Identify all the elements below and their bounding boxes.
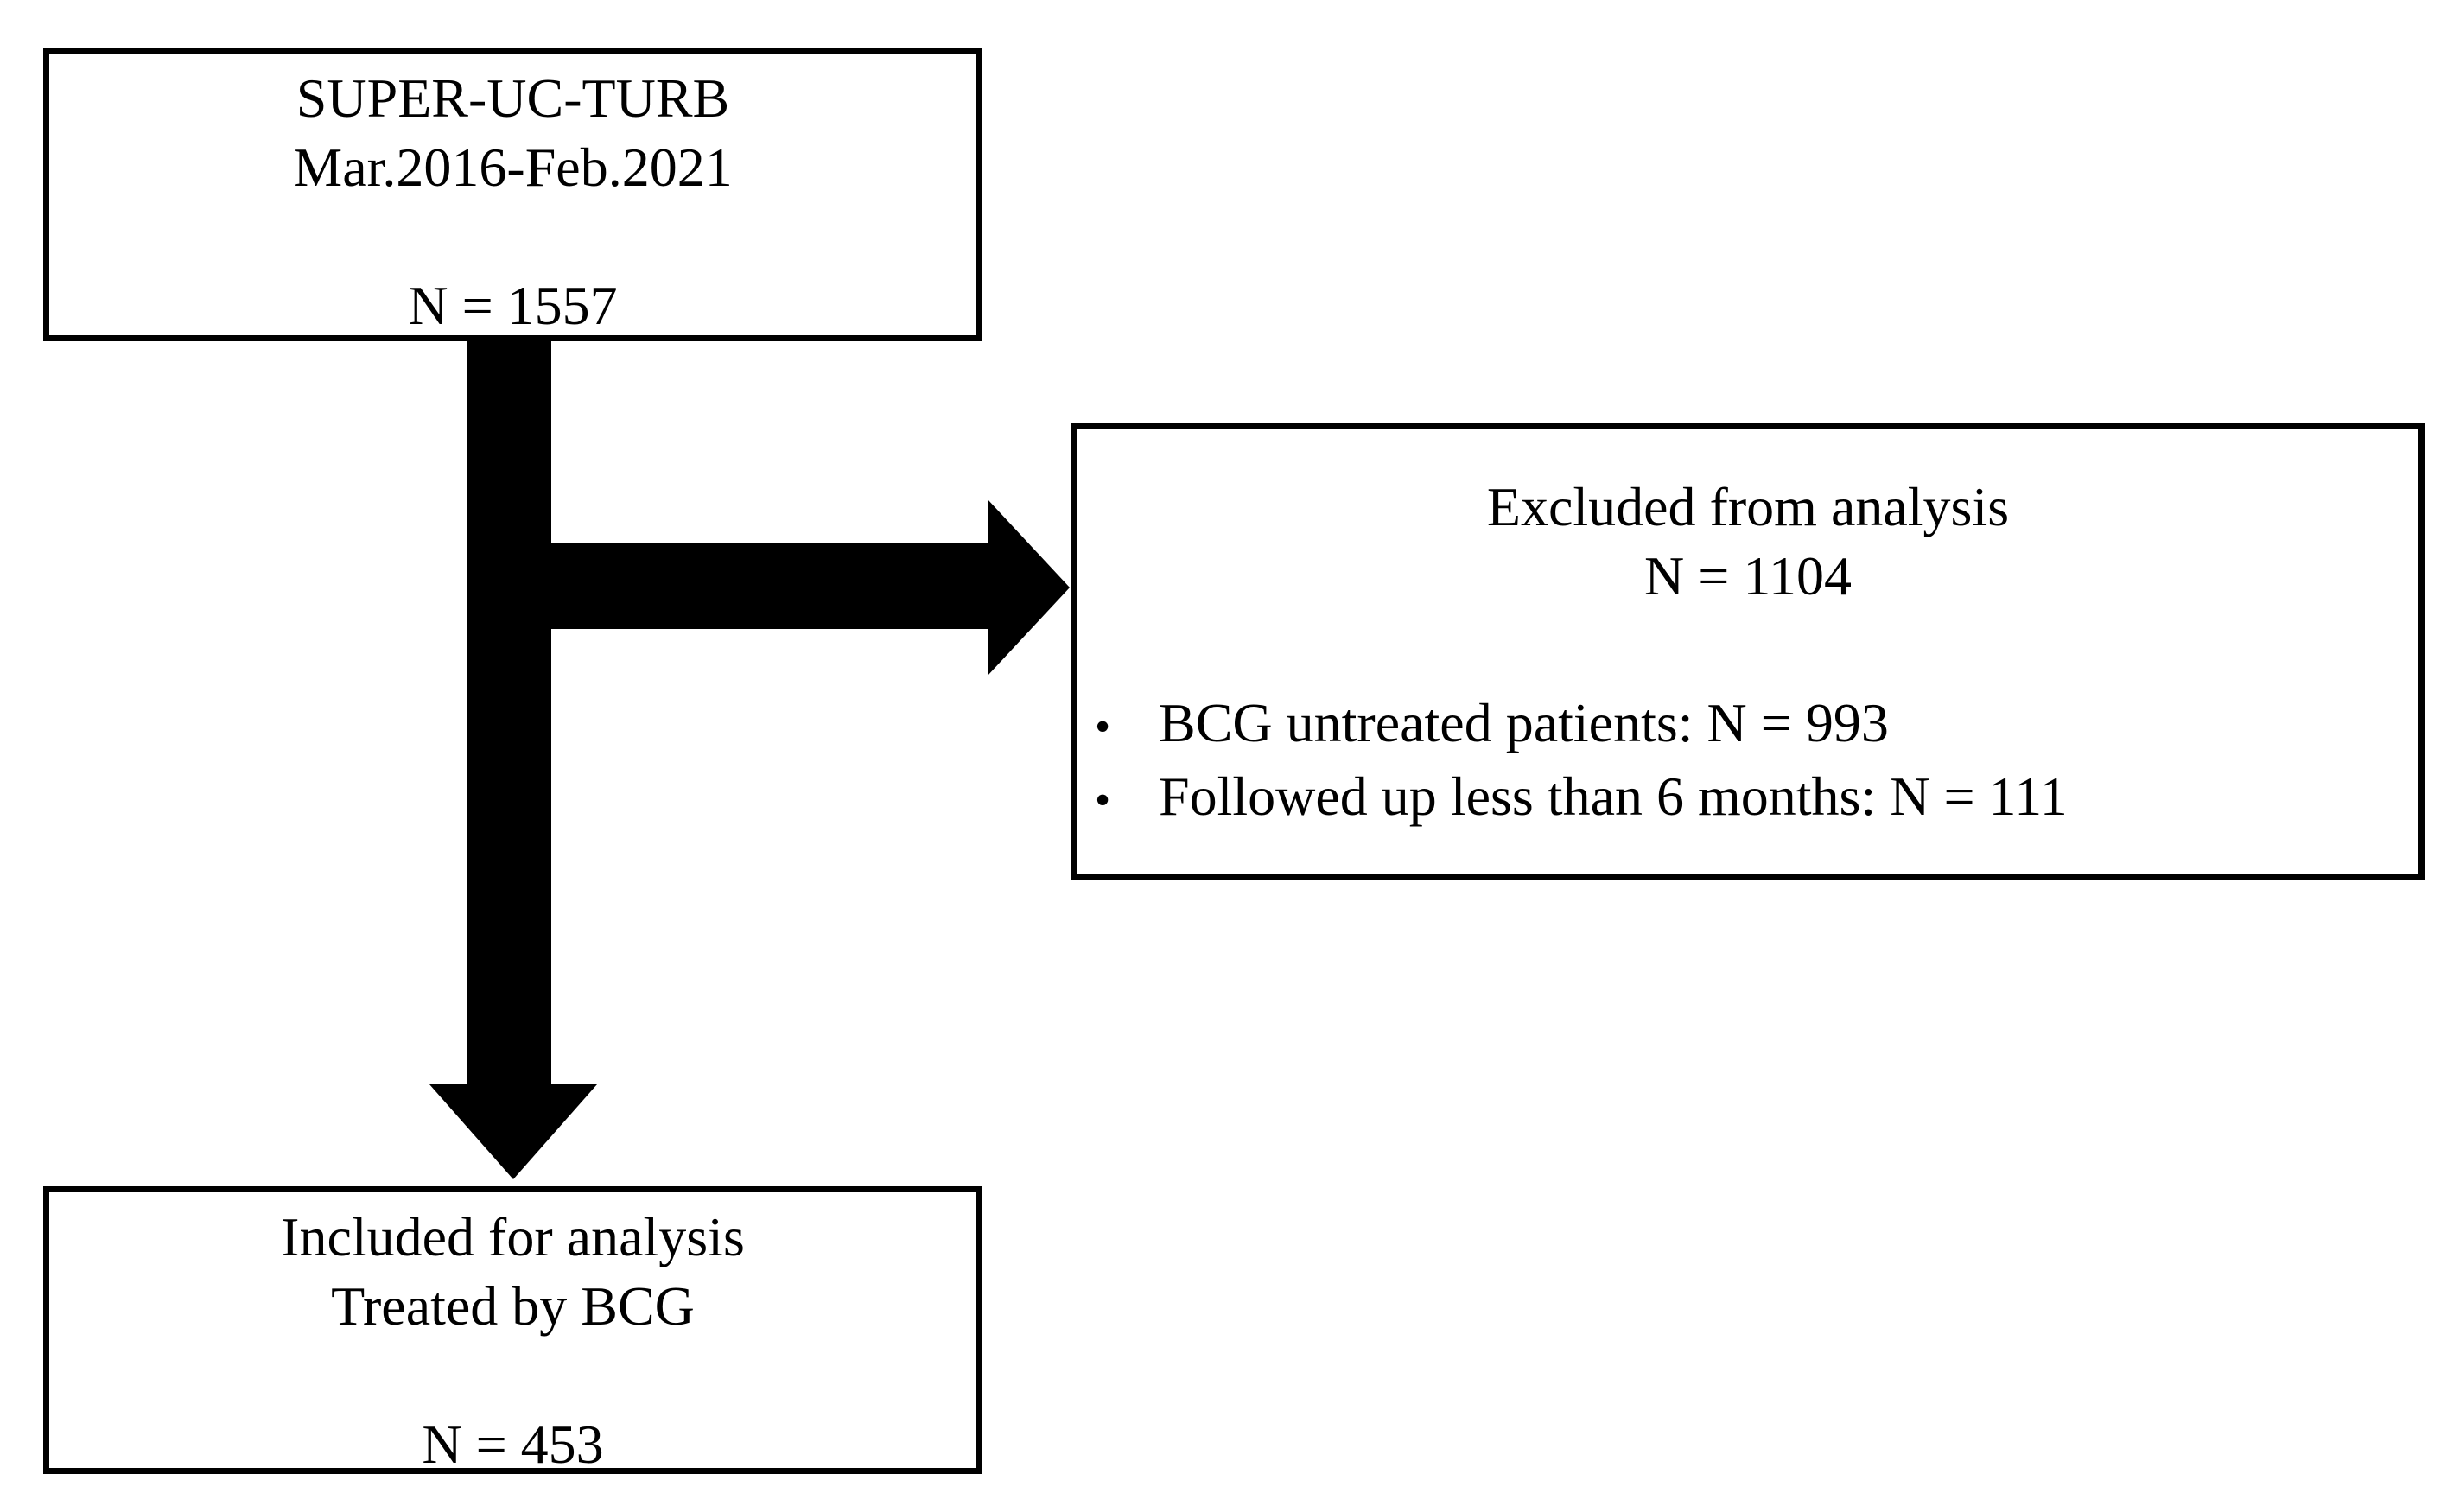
enrollment-count: N = 1557 bbox=[408, 275, 618, 336]
spacer bbox=[49, 202, 976, 271]
excluded-reason-2: Followed up less than 6 months: N = 111 bbox=[1159, 766, 2068, 827]
study-name: SUPER-UC-TURB bbox=[296, 67, 730, 129]
excluded-reason-row: • BCG untreated patients: N = 993 bbox=[1077, 689, 2418, 762]
arrow-down-head-icon bbox=[429, 1084, 597, 1179]
excluded-box: Excluded from analysis N = 1104 • BCG un… bbox=[1071, 423, 2425, 880]
excluded-reason-1: BCG untreated patients: N = 993 bbox=[1159, 692, 1889, 753]
excluded-count: N = 1104 bbox=[1644, 545, 1852, 607]
excluded-reason-row: • Followed up less than 6 months: N = 11… bbox=[1077, 762, 2418, 835]
enrollment-box: SUPER-UC-TURB Mar.2016-Feb.2021 N = 1557 bbox=[43, 48, 982, 341]
study-period: Mar.2016-Feb.2021 bbox=[293, 137, 733, 198]
arrow-right-head-icon bbox=[988, 499, 1070, 676]
arrow-down-stem bbox=[467, 341, 551, 1084]
excluded-title: Excluded from analysis bbox=[1486, 476, 2010, 537]
arrow-right-stem bbox=[467, 543, 988, 629]
included-treatment: Treated by BCG bbox=[331, 1275, 695, 1337]
spacer bbox=[1077, 611, 2418, 689]
included-box: Included for analysis Treated by BCG N =… bbox=[43, 1186, 982, 1475]
bullet-icon: • bbox=[1095, 702, 1111, 752]
bullet-icon: • bbox=[1095, 776, 1111, 825]
spacer bbox=[49, 1341, 976, 1410]
included-title: Included for analysis bbox=[281, 1206, 745, 1267]
included-count: N = 453 bbox=[422, 1414, 604, 1475]
